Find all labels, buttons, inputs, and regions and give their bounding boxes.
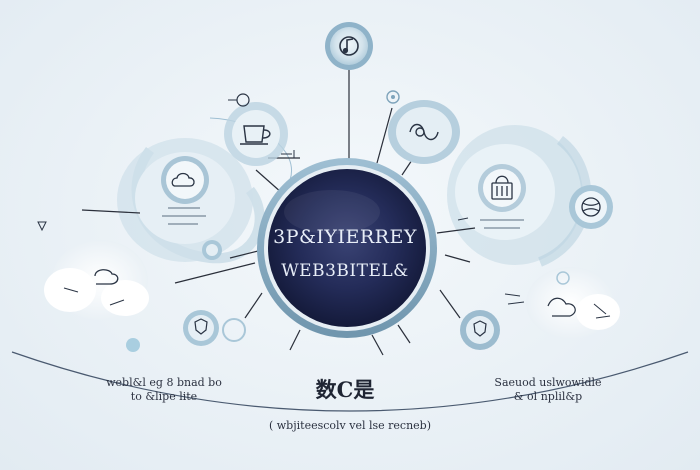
lower-right-node [460, 310, 500, 350]
coffee-cup-icon [240, 125, 271, 145]
central-hub [257, 158, 437, 338]
bottom-caption: ( wbjiteescolv vel lse recneb) [268, 419, 432, 432]
left-caption: webl&l eg 8 bnad bo to &lipe lite [98, 376, 230, 404]
right-node [478, 164, 526, 229]
right-caption: Saeuod uslwowidle & ol nplil&p [488, 376, 608, 404]
right-cloud [504, 267, 620, 339]
shield-icon [473, 320, 487, 337]
left-cloud [44, 240, 149, 320]
bottom-arc [11, 351, 689, 412]
hub-subtitle: WEB3BITEL& [281, 261, 409, 281]
cloud-icon [171, 172, 195, 187]
link-icon [409, 123, 439, 141]
shield-icon [194, 318, 208, 335]
connector-lines [81, 68, 476, 356]
right-caption-line2: & ol nplil&p [513, 390, 583, 403]
hub-title: 3P&IYIERREY [273, 226, 417, 248]
decorative-marks [37, 150, 469, 232]
upper-right-node [386, 90, 460, 164]
left-node [161, 156, 222, 260]
music-note-icon [339, 36, 359, 56]
left-caption-line2: to &lipe lite [130, 390, 198, 403]
right-caption-line1: Saeuod uslwowidle [494, 376, 602, 389]
lower-left-node [126, 310, 246, 352]
ball-icon [581, 197, 601, 217]
upper-left-node [224, 93, 288, 166]
center-caption-title: 数C是 [315, 377, 375, 402]
far-right-node [569, 185, 613, 229]
bag-icon [491, 175, 513, 200]
top-node [325, 22, 373, 70]
left-caption-line1: webl&l eg 8 bnad bo [106, 376, 222, 389]
